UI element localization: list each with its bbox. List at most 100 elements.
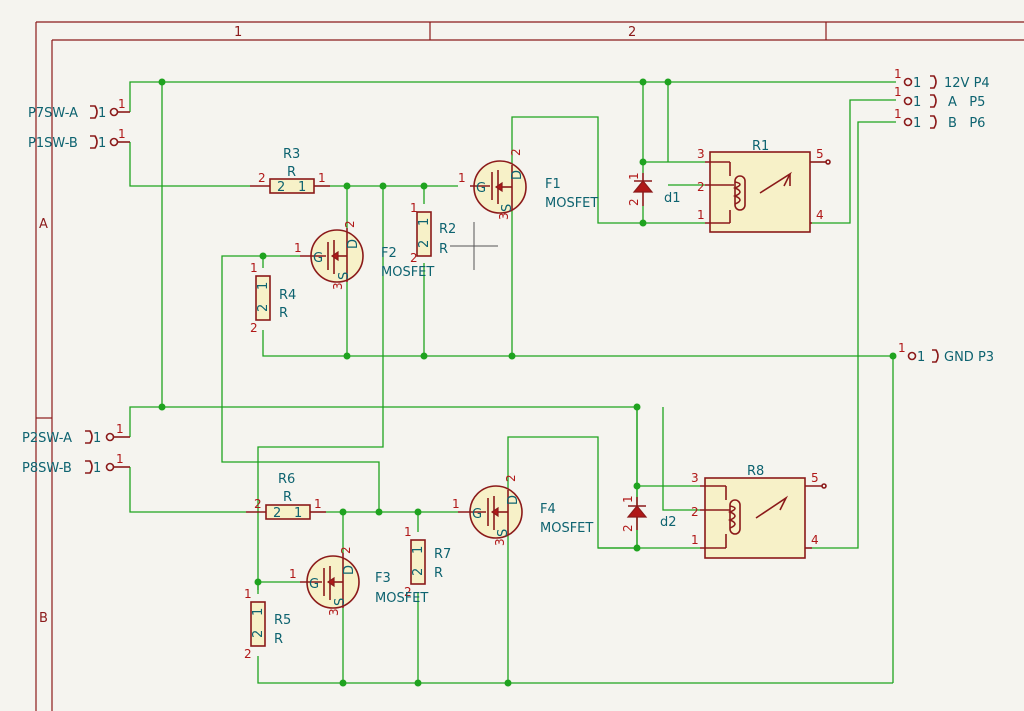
- pin-number: 1: [314, 497, 322, 511]
- resistor-pin-text: 2: [256, 304, 271, 312]
- pin-number: 1: [452, 497, 460, 511]
- mosfet-ref: F2: [381, 246, 397, 261]
- resistor-pin-text: 1: [417, 218, 432, 226]
- source-label: S: [496, 529, 511, 537]
- resistor-value: R: [279, 306, 288, 321]
- pin-terminal-icon: [903, 96, 913, 106]
- resistor-ref: R3: [283, 147, 300, 162]
- pin-number: 1: [458, 171, 466, 185]
- connector-p6[interactable]: 1 1 B P6: [894, 107, 985, 131]
- diode-d2[interactable]: 1 2 d2: [621, 495, 677, 532]
- crosshair-cursor-icon: [450, 222, 498, 270]
- pin-number: 1: [894, 85, 902, 99]
- diode-ref: d1: [664, 191, 681, 206]
- pin-number: 2: [254, 497, 262, 511]
- pin-number: 2: [621, 524, 635, 532]
- pin-number: 2: [697, 180, 705, 194]
- pin-number: 1: [244, 587, 252, 601]
- connector-pin-text: 1: [913, 116, 921, 131]
- gate-label: G: [309, 577, 319, 592]
- resistor-r3[interactable]: R3 R 2 1 2 1: [250, 147, 330, 195]
- mosfet-value: MOSFET: [540, 521, 593, 536]
- diode-ref: d2: [660, 515, 677, 530]
- mosfet-f2[interactable]: G S D 1 2 3 F2 MOSFET: [294, 220, 434, 290]
- connector-p4[interactable]: 1 1 12V P4: [894, 67, 990, 91]
- connector-pin-text: 1: [98, 106, 106, 121]
- resistor-pin-text: 2: [273, 506, 281, 521]
- resistor-ref: R7: [434, 547, 451, 562]
- pin-number: 4: [811, 533, 819, 547]
- mosfet-ref: F3: [375, 571, 391, 586]
- pin-number: 1: [410, 201, 418, 215]
- resistor-value: R: [283, 490, 292, 505]
- connector-p3[interactable]: 1 1 GND P3: [898, 341, 994, 365]
- pin-number: 2: [504, 474, 518, 482]
- pin-number: 5: [811, 471, 819, 485]
- pin-number: 1: [118, 127, 126, 141]
- connector-label: A P5: [948, 95, 985, 110]
- source-label: S: [500, 204, 515, 212]
- connector-label: P2SW-A: [22, 431, 72, 446]
- pin-terminal-icon: [903, 77, 913, 87]
- connector-pin-text: 1: [913, 76, 921, 91]
- pin-number: 2: [404, 585, 412, 599]
- pin-number: 1: [116, 422, 124, 436]
- connector-label: P8SW-B: [22, 461, 72, 476]
- connector-p8[interactable]: P8SW-B 1 1: [22, 452, 130, 476]
- relay-r8[interactable]: R8 3 2 1 5 4: [691, 464, 827, 559]
- diode-d1[interactable]: 1 2 d1: [627, 172, 681, 206]
- resistor-pin-text: 1: [411, 546, 426, 554]
- connector-label: B P6: [948, 116, 985, 131]
- resistor-r2[interactable]: 1 2 1 2 R2 R: [410, 201, 456, 265]
- pin-number: 1: [697, 208, 705, 222]
- row-label-a: A: [39, 217, 48, 232]
- pin-number: 1: [621, 495, 635, 503]
- column-label-2: 2: [628, 25, 636, 40]
- mosfet-f3[interactable]: G S D 1 2 3 F3 MOSFET: [289, 546, 428, 616]
- connector-label: P1SW-B: [28, 136, 78, 151]
- pin-number: 3: [327, 608, 341, 616]
- pin-number: 3: [331, 282, 345, 290]
- junctions: [158, 78, 897, 687]
- pin-number: 3: [691, 471, 699, 485]
- column-label-1: 1: [234, 25, 242, 40]
- coil-icon: [734, 175, 746, 211]
- connector-label: 12V P4: [944, 76, 990, 91]
- pin-number: 1: [118, 97, 126, 111]
- resistor-r6[interactable]: R6 R 2 1 2 1: [246, 472, 326, 521]
- connector-p2[interactable]: P2SW-A 1 1: [22, 422, 130, 446]
- coil-icon: [729, 499, 741, 535]
- connector-p7[interactable]: P7SW-A 1 1: [28, 97, 130, 121]
- drain-label: D: [346, 239, 361, 249]
- resistor-pin-text: 2: [277, 180, 285, 195]
- mosfet-value: MOSFET: [545, 196, 598, 211]
- pin-number: 2: [691, 505, 699, 519]
- resistor-pin-text: 1: [251, 608, 266, 616]
- pin-number: 2: [509, 148, 523, 156]
- sheet-border: 1 2 A B: [35, 21, 1024, 711]
- mosfet-f4[interactable]: G S D 1 2 3 F4 MOSFET: [452, 474, 593, 546]
- resistor-value: R: [274, 632, 283, 647]
- resistor-r5[interactable]: 1 2 1 2 R5 R: [244, 587, 291, 661]
- resistor-r4[interactable]: 1 2 1 2 R4 R: [250, 261, 296, 335]
- pin-number: 1: [289, 567, 297, 581]
- gate-label: G: [472, 507, 482, 522]
- resistor-pin-text: 2: [251, 630, 266, 638]
- pin-number: 2: [258, 171, 266, 185]
- connector-p5[interactable]: 1 1 A P5: [894, 85, 985, 110]
- pin-number: 2: [343, 220, 357, 228]
- resistor-r7[interactable]: 1 2 1 2 R7 R: [404, 525, 451, 599]
- connector-pin-text: 1: [93, 461, 101, 476]
- resistor-ref: R6: [278, 472, 295, 487]
- connector-p1[interactable]: P1SW-B 1 1: [28, 127, 130, 151]
- pin-terminal-icon: [903, 117, 913, 127]
- mosfet-f1[interactable]: G S D 1 2 3 F1 MOSFET: [458, 148, 598, 220]
- pin-number: 5: [816, 147, 824, 161]
- pin-number: 3: [697, 147, 705, 161]
- resistor-pin-text: 2: [411, 568, 426, 576]
- relay-r1[interactable]: R1 3 2 1 5 4: [697, 139, 831, 233]
- resistor-pin-text: 1: [298, 180, 306, 195]
- pin-terminal-icon: [105, 432, 115, 442]
- resistor-pin-text: 1: [256, 282, 271, 290]
- pin-number: 1: [691, 533, 699, 547]
